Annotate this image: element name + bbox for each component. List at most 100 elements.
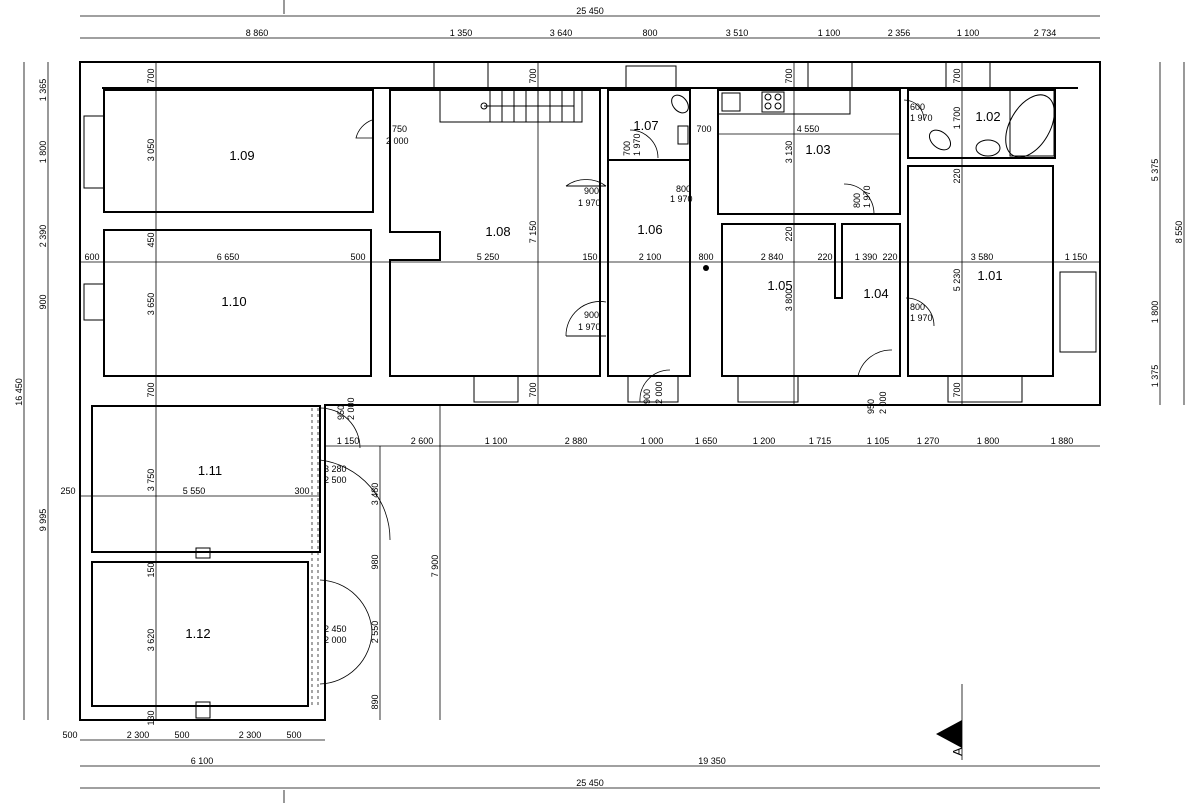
op-6-w: 600 bbox=[910, 102, 925, 112]
dim-left-4: 900 bbox=[38, 294, 48, 309]
dim-bot-total: 25 450 bbox=[576, 778, 604, 788]
dim-iv-15: 220 bbox=[952, 168, 962, 183]
section-marker-label: A bbox=[950, 747, 965, 756]
dim-top-1: 8 860 bbox=[246, 28, 269, 38]
dim-iv-4: 3 650 bbox=[146, 293, 156, 316]
dim-top-6: 1 100 bbox=[818, 28, 841, 38]
op-7-h: 1 970 bbox=[862, 185, 872, 208]
dim-ih-15: 5 550 bbox=[183, 486, 206, 496]
dim-top: 25 450 8 860 1 350 3 640 800 3 510 1 100… bbox=[246, 6, 1057, 38]
op-5-h: 1 970 bbox=[910, 313, 933, 323]
dim-left-5: 9 995 bbox=[38, 509, 48, 532]
op-8-h: 1 970 bbox=[632, 133, 642, 156]
dim-ih-1: 600 bbox=[84, 252, 99, 262]
op-11-h: 2 000 bbox=[878, 391, 888, 414]
dim-ih-2: 6 650 bbox=[217, 252, 240, 262]
dim-iv-26: 7 900 bbox=[430, 555, 440, 578]
dim-left: 1 365 1 800 2 390 900 16 450 9 995 bbox=[14, 79, 48, 532]
op-3-h: 1 970 bbox=[578, 322, 601, 332]
dim-mid-8: 1 715 bbox=[809, 436, 832, 446]
room-label-1.07: 1.07 bbox=[633, 118, 658, 133]
dimension-lines bbox=[23, 0, 1185, 803]
dim-ih-16: 300 bbox=[294, 486, 309, 496]
op-9-h: 2 000 bbox=[346, 397, 356, 420]
op-2-w: 900 bbox=[584, 186, 599, 196]
dim-ih-5: 150 bbox=[582, 252, 597, 262]
dim-iv-19: 150 bbox=[146, 562, 156, 577]
op-13-h: 2 000 bbox=[324, 635, 347, 645]
dim-iv-12: 3 800 bbox=[784, 289, 794, 312]
dim-iv-8: 700 bbox=[528, 382, 538, 397]
dim-middle: 1 150 2 600 1 100 2 880 1 000 1 650 1 20… bbox=[337, 436, 1074, 446]
dim-top-2: 1 350 bbox=[450, 28, 473, 38]
op-5-w: 800 bbox=[910, 302, 925, 312]
dim-iv-7: 7 150 bbox=[528, 221, 538, 244]
op-2-h: 1 970 bbox=[578, 198, 601, 208]
dim-bot-a3: 500 bbox=[174, 730, 189, 740]
dim-bot-a2: 2 300 bbox=[127, 730, 150, 740]
dim-mid-6: 1 650 bbox=[695, 436, 718, 446]
dim-top-7: 2 356 bbox=[888, 28, 911, 38]
dim-iv-1: 700 bbox=[146, 68, 156, 83]
dim-iv-14: 1 700 bbox=[952, 107, 962, 130]
doors bbox=[311, 99, 935, 706]
op-3-w: 900 bbox=[584, 310, 599, 320]
kitchen-counter bbox=[717, 89, 851, 115]
dim-ih-3: 500 bbox=[350, 252, 365, 262]
dim-bot-a1: 500 bbox=[62, 730, 77, 740]
section-marker: A bbox=[936, 720, 965, 756]
dim-iv-23: 980 bbox=[370, 554, 380, 569]
op-1-h: 2 000 bbox=[386, 136, 409, 146]
op-7-w: 800 bbox=[852, 193, 862, 208]
dim-right-4: 1 375 bbox=[1150, 365, 1160, 388]
room-label-1.06: 1.06 bbox=[637, 222, 662, 237]
room-label-1.03: 1.03 bbox=[805, 142, 830, 157]
dim-iv-5: 700 bbox=[146, 382, 156, 397]
dim-iv-13: 700 bbox=[952, 68, 962, 83]
dim-left-2: 1 800 bbox=[38, 141, 48, 164]
op-8-w: 700 bbox=[622, 141, 632, 156]
windows bbox=[83, 61, 1097, 719]
op-12-h: 2 500 bbox=[324, 475, 347, 485]
dim-mid-3: 1 100 bbox=[485, 436, 508, 446]
dim-iv-20: 3 620 bbox=[146, 629, 156, 652]
dim-mid-9: 1 105 bbox=[867, 436, 890, 446]
dim-interior-v: 700 3 050 450 3 650 700 700 7 150 700 70… bbox=[146, 68, 962, 725]
dim-top-4: 800 bbox=[642, 28, 657, 38]
dim-iv-6: 700 bbox=[528, 68, 538, 83]
dim-iv-11: 220 bbox=[784, 226, 794, 241]
dim-bot-a5: 500 bbox=[286, 730, 301, 740]
room-outline-1.02 bbox=[907, 89, 1056, 159]
op-1-w: 750 bbox=[392, 124, 407, 134]
room-outline-1.12 bbox=[91, 561, 309, 707]
dim-interior-h: 600 6 650 500 5 250 150 2 100 800 2 840 … bbox=[60, 124, 1087, 496]
dim-iv-2: 3 050 bbox=[146, 139, 156, 162]
dim-ih-17: 4 550 bbox=[797, 124, 820, 134]
dim-right-1: 5 375 bbox=[1150, 159, 1160, 182]
dim-right-3: 1 800 bbox=[1150, 301, 1160, 324]
dim-ih-18: 700 bbox=[696, 124, 711, 134]
outer-walls bbox=[79, 61, 1101, 721]
staircase bbox=[439, 89, 583, 123]
dim-ih-4: 5 250 bbox=[477, 252, 500, 262]
dim-ih-11: 220 bbox=[882, 252, 897, 262]
room-outline-1.01 bbox=[907, 165, 1054, 377]
dim-iv-21: 130 bbox=[146, 710, 156, 725]
dim-mid-4: 2 880 bbox=[565, 436, 588, 446]
op-13-w: 2 450 bbox=[324, 624, 347, 634]
op-9-w: 950 bbox=[336, 405, 346, 420]
room-outline-1.08 bbox=[389, 89, 601, 377]
dim-mid-12: 1 880 bbox=[1051, 436, 1074, 446]
dim-right-2: 8 550 bbox=[1174, 221, 1184, 244]
opening-labels: 750 2 000 900 1 970 900 1 970 800 1 970 … bbox=[324, 102, 933, 645]
dim-top-9: 2 734 bbox=[1034, 28, 1057, 38]
dim-iv-10: 3 130 bbox=[784, 141, 794, 164]
op-6-h: 1 970 bbox=[910, 113, 933, 123]
dim-left-total: 16 450 bbox=[14, 378, 24, 406]
dim-mid-7: 1 200 bbox=[753, 436, 776, 446]
dim-right: 5 375 8 550 1 800 1 375 bbox=[1150, 159, 1184, 388]
room-label-1.10: 1.10 bbox=[221, 294, 246, 309]
dim-mid-2: 2 600 bbox=[411, 436, 434, 446]
dim-iv-18: 3 750 bbox=[146, 469, 156, 492]
room-outline-1.06 bbox=[607, 159, 691, 377]
